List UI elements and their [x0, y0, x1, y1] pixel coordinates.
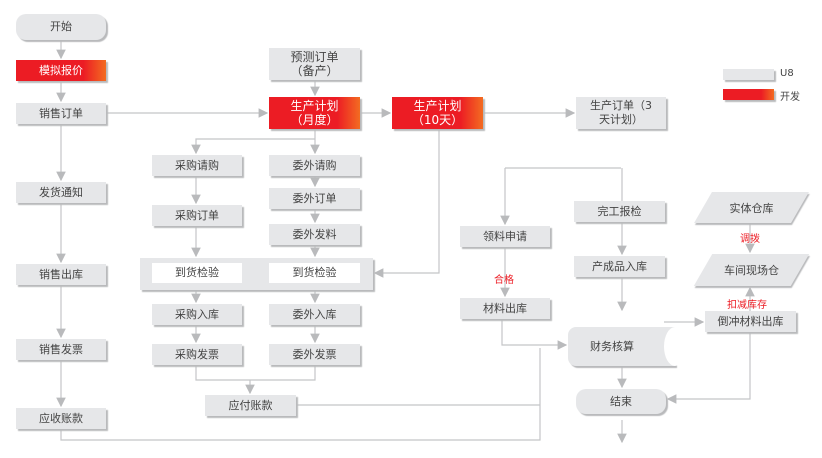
node-outsource-issue[interactable]: 委外发料 — [269, 224, 360, 245]
node-material-out[interactable]: 材料出库 — [460, 298, 550, 319]
node-outsource-req[interactable]: 委外请购 — [269, 155, 360, 176]
node-purchase-req[interactable]: 采购请购 — [152, 155, 242, 176]
node-plan-3[interactable]: 生产订单（3 天计划） — [576, 97, 666, 129]
node-accounting[interactable]: 财务核算 — [568, 327, 675, 366]
label-qualified: 合格 — [494, 275, 514, 286]
node-purchase-order[interactable]: 采购订单 — [152, 205, 242, 226]
node-sales-order[interactable]: 销售订单 — [16, 103, 106, 124]
node-end[interactable]: 结束 — [576, 389, 666, 414]
node-payable[interactable]: 应付账款 — [205, 395, 296, 416]
legend-u8-swatch — [723, 69, 774, 80]
node-finish-check[interactable]: 完工报检 — [574, 201, 665, 222]
node-material-req[interactable]: 领料申请 — [460, 226, 550, 247]
node-plan-10[interactable]: 生产计划 （10天） — [392, 97, 483, 129]
node-forecast-order[interactable]: 预测订单 （备产） — [269, 48, 360, 80]
node-purchase-invoice[interactable]: 采购发票 — [152, 344, 242, 365]
label-transfer: 调拨 — [740, 234, 760, 245]
node-outsource-invoice[interactable]: 委外发票 — [269, 344, 360, 365]
node-workshop[interactable]: 车间现场仓 — [693, 254, 810, 286]
node-backflush[interactable]: 倒冲材料出库 — [705, 311, 796, 332]
node-receivable[interactable]: 应收账款 — [16, 408, 106, 429]
node-arrival-check-outsource[interactable]: 到货检验 — [269, 263, 360, 283]
label-deduct: 扣减库存 — [727, 300, 767, 311]
node-outsource-in[interactable]: 委外入库 — [269, 304, 360, 325]
node-warehouse-label: 实体仓库 — [729, 201, 774, 215]
legend-dev-label: 开发 — [780, 92, 800, 103]
legend-dev-swatch — [723, 89, 774, 100]
node-plan-month[interactable]: 生产计划 （月度） — [269, 97, 360, 129]
document-notch — [664, 327, 686, 366]
node-start[interactable]: 开始 — [16, 14, 106, 40]
node-quote[interactable]: 模拟报价 — [16, 60, 106, 81]
node-arrival-check-purchase[interactable]: 到货检验 — [152, 263, 242, 283]
node-workshop-label: 车间现场仓 — [724, 264, 779, 277]
node-product-in[interactable]: 产成品入库 — [574, 256, 665, 277]
node-sales-out[interactable]: 销售出库 — [16, 264, 106, 285]
node-delivery-notice[interactable]: 发货通知 — [16, 182, 106, 203]
node-outsource-order[interactable]: 委外订单 — [269, 188, 360, 209]
node-purchase-in[interactable]: 采购入库 — [152, 304, 242, 325]
legend-u8-label: U8 — [780, 68, 794, 79]
node-warehouse[interactable]: 实体仓库 — [694, 192, 809, 223]
node-sales-invoice[interactable]: 销售发票 — [16, 339, 106, 360]
